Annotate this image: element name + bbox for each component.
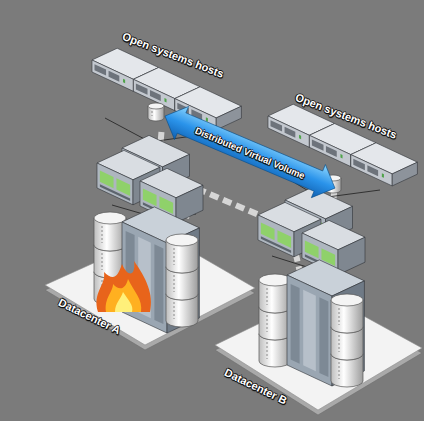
disk-stripe: [151, 111, 152, 116]
status-light: [206, 117, 208, 122]
flame-core: [115, 292, 132, 312]
drive-bay: [270, 120, 282, 131]
cabinet-door: [154, 244, 163, 324]
flame-outer: [96, 261, 151, 312]
rack-server: [351, 143, 418, 186]
engine-vent: [100, 184, 130, 201]
disk-drive: [331, 294, 363, 333]
box-front: [92, 60, 133, 91]
status-light: [340, 154, 342, 159]
drive-bay: [285, 127, 296, 138]
drive-bay: [312, 139, 324, 150]
storage-cabinet: [122, 207, 199, 333]
disk-stripe: [173, 302, 174, 319]
disk-stripe: [101, 226, 102, 243]
engine-vent: [261, 236, 291, 253]
drive-bay: [367, 165, 378, 176]
disk-stripe: [101, 253, 102, 270]
cabinet-door: [303, 290, 316, 371]
distributed-volume-arrow: [158, 99, 342, 204]
cabinet-door: [319, 297, 328, 377]
box-side: [216, 106, 241, 130]
box-front: [287, 275, 332, 386]
box-side: [392, 162, 417, 186]
storage-cabinet: [287, 260, 364, 386]
cylinder-top: [148, 103, 164, 109]
cylinder-top: [331, 294, 363, 306]
disk-stripe: [338, 335, 339, 352]
drive-bay: [136, 83, 148, 94]
box-side: [338, 237, 365, 275]
disk-drive: [259, 274, 291, 313]
cylinder-top: [166, 234, 198, 246]
disk-drive: [94, 212, 126, 251]
volume-icon: [148, 103, 164, 121]
fire-symbol: [96, 261, 151, 312]
disk-stripe: [338, 308, 339, 325]
status-light: [299, 135, 301, 140]
box-side: [167, 228, 199, 333]
status-light: [164, 98, 166, 103]
drive-bay: [150, 90, 161, 101]
box-front: [351, 155, 392, 186]
status-light: [123, 79, 125, 84]
cylinder-top: [94, 212, 126, 224]
box-side: [332, 281, 364, 386]
flame-middle: [106, 279, 142, 312]
box-front: [133, 79, 174, 110]
drive-bay: [353, 159, 365, 170]
box-side: [176, 185, 203, 223]
disk-stripe: [173, 275, 174, 292]
cylinder-top: [259, 274, 291, 286]
box-front: [268, 116, 309, 147]
disk-stripe: [173, 248, 174, 265]
drive-bay: [94, 64, 106, 75]
drive-bay: [109, 71, 120, 82]
platform-top: [45, 233, 255, 345]
arrow-band: [158, 99, 342, 204]
disk-stripe: [338, 362, 339, 379]
drive-bay: [326, 146, 337, 157]
disk-stripe: [266, 315, 267, 332]
disk-stripe: [266, 288, 267, 305]
box-front: [97, 163, 133, 205]
disk-stripe: [266, 342, 267, 359]
disk-drive: [166, 234, 198, 273]
box-front: [258, 215, 294, 257]
cabinet-door: [291, 284, 300, 364]
status-light: [382, 173, 384, 178]
box-front: [309, 135, 350, 166]
